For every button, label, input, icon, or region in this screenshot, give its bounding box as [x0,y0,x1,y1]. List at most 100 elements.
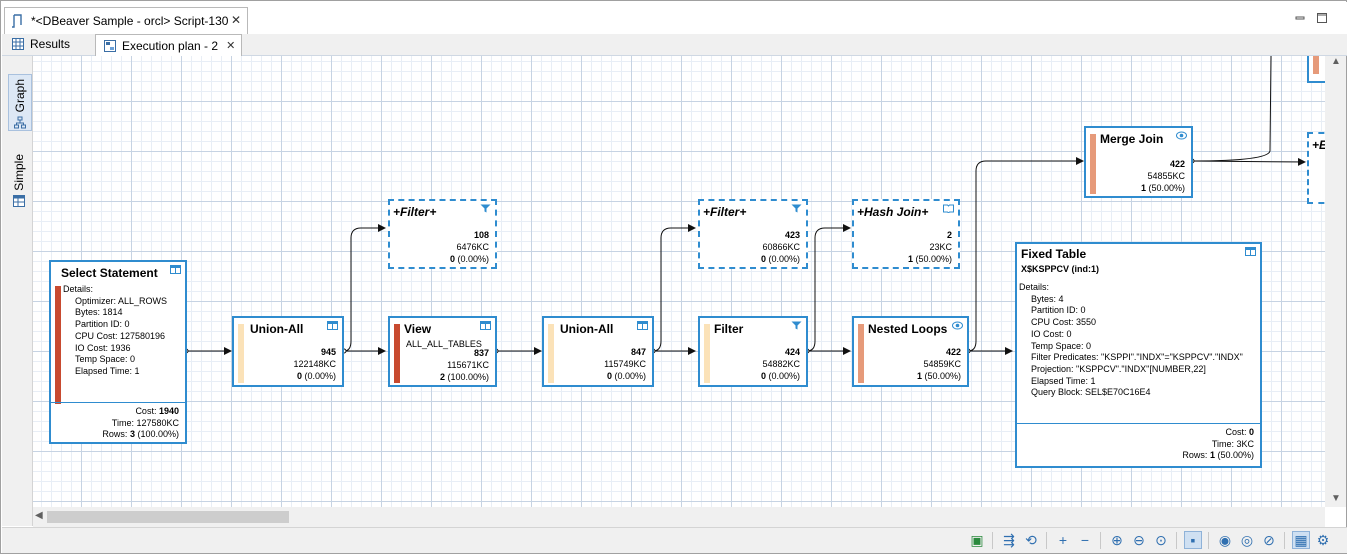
node-title: +Filter+ [393,205,437,219]
close-icon[interactable]: ✕ [231,13,242,27]
plan-node-fixed-table[interactable]: Fixed Table X$KSPPCV (ind:1) Details: By… [1015,242,1262,468]
cost-bar [238,324,244,383]
tab-graph[interactable]: Graph [8,74,32,132]
plan-node-nested-loops[interactable]: Nested Loops 422 54859KC 1 (50.00%) [852,316,969,387]
detail-line: Temp Space: 0 [1031,340,1092,351]
plan-node-merge-join[interactable]: Merge Join 422 54855KC 1 (50.00%) [1084,126,1193,198]
export-icon[interactable]: ⇶ [1003,531,1015,548]
plan-node-select-statement[interactable]: Select Statement Details: Optimizer: ALL… [49,260,187,444]
hide-details-icon[interactable]: ◎ [1240,531,1254,548]
edge [806,224,851,352]
node-details: Details: Bytes: 4 Partition ID: 0 CPU Co… [1019,282,1243,399]
bytes-value: 23KC [929,242,952,252]
rows-pct: (50.00%) [915,254,952,264]
plan-node-view[interactable]: View ALL_ALL_TABLES 837 115671KC 2 (100.… [388,316,497,387]
plan-node-hash-join[interactable]: +Hash Join+ 2 23KC 1 (50.00%) [852,199,960,269]
save-image-icon[interactable]: ▣ [970,531,984,548]
grid-toggle-icon[interactable]: ▦ [1292,531,1310,549]
bytes-value: 6476KC [456,242,489,252]
cost-value: 0 [1248,427,1254,437]
plan-graph-canvas[interactable]: Select Statement Details: Optimizer: ALL… [33,56,1325,507]
scroll-left-icon[interactable]: ◀ [35,510,43,521]
detail-line: Bytes: 4 [1031,293,1064,304]
bytes-value: 60866KC [762,242,800,252]
editor-tab[interactable]: *<DBeaver Sample - orcl> Script-130 ✕ [4,7,248,36]
plan-node-partial[interactable]: +E [1307,132,1325,204]
plan-node-filter[interactable]: +Filter+ 423 60866KC 0 (0.00%) [698,199,808,269]
details-label: Details: [1019,282,1050,292]
node-footer: Cost: 1940 Time: 127580KC Rows: 3 (100.0… [51,402,185,442]
count-value: 423 [784,230,800,240]
rows-value: 2 [439,372,445,382]
tab-results-label: Results [30,37,71,51]
horizontal-scrollbar[interactable]: ◀ [33,507,1325,527]
bytes-value: 54855KC [1147,171,1185,181]
tab-execution-plan[interactable]: Execution plan - 2 ✕ [95,34,243,56]
vertical-scrollbar[interactable]: ▲ ▼ [1325,56,1346,507]
table-icon [327,321,338,330]
tab-graph-label: Graph [13,79,27,113]
attributes-icon[interactable]: ⚙ [1316,531,1330,548]
rows-value: 0 [760,254,766,264]
node-details: Details: Optimizer: ALL_ROWS Bytes: 1814… [63,284,167,378]
zoom-out-icon[interactable]: ⊖ [1133,531,1145,548]
layout-icon[interactable]: ⟲ [1025,531,1037,548]
show-details-icon[interactable]: ◉ [1218,531,1232,548]
plan-node-filter[interactable]: Filter 424 54882KC 0 (0.00%) [698,316,808,387]
detail-line: Projection: "KSPPCV"."INDX"[NUMBER,22] [1031,363,1206,374]
graph-icon [14,116,26,129]
rows-pct: (0.00%) [457,254,489,264]
cost-bar [548,324,554,383]
rows-value: 0 [296,371,302,381]
cost-bar [1090,134,1096,194]
plan-node-union-all[interactable]: Union-All 847 115749KC 0 (0.00%) [542,316,654,387]
node-title: Union-All [560,322,614,336]
minimize-icon[interactable] [1294,12,1306,24]
detail-line: Query Block: SEL$E70C16E4 [1031,387,1151,398]
hide-all-icon[interactable]: ⊘ [1263,531,1275,548]
rows-pct: (0.00%) [768,254,800,264]
maximize-icon[interactable] [1316,12,1328,24]
rows-pct: (0.00%) [304,371,336,381]
node-stats: 108 6476KC 0 (0.00%) [450,229,489,265]
table-icon [480,321,491,330]
detail-line: IO Cost: 0 [1031,328,1072,339]
overview-icon[interactable]: ▪ [1184,531,1202,549]
node-stats: 422 54855KC 1 (50.00%) [1141,158,1185,194]
scroll-thumb[interactable] [47,511,289,523]
scroll-up-icon[interactable]: ▲ [1331,56,1341,67]
close-icon[interactable]: ✕ [226,40,236,52]
zoom-fit-icon[interactable]: ⊙ [1155,531,1167,548]
rows-pct: (50.00%) [1217,450,1254,461]
detail-line: Elapsed Time: 1 [1031,375,1096,386]
cost-label: Cost: [135,406,157,416]
rows-label: Rows: [102,429,128,440]
node-stats: 422 54859KC 1 (50.00%) [917,346,961,382]
graph-toolbar: ▣ ⇶ ⟲ + − ⊕ ⊖ ⊙ ▪ ◉ ◎ ⊘ ▦ ⚙ [2,527,1347,553]
plan-node-union-all[interactable]: Union-All 945 122148KC 0 (0.00%) [232,316,344,387]
scroll-down-icon[interactable]: ▼ [1331,493,1341,504]
plan-node-partial[interactable] [1307,56,1325,83]
table-icon [170,265,181,274]
rows-value: 1 [1140,183,1146,193]
plan-node-filter[interactable]: +Filter+ 108 6476KC 0 (0.00%) [388,199,497,269]
zoom-out-minus-icon[interactable]: − [1080,532,1090,548]
editor-tab-bar: *<DBeaver Sample - orcl> Script-130 ✕ [2,2,1347,36]
table-icon [13,194,25,207]
zoom-in-icon[interactable]: ⊕ [1111,531,1123,548]
bytes-value: 122148KC [293,359,336,369]
bytes-value: 115749KC [604,359,646,369]
node-subtitle: ALL_ALL_TABLES [406,339,482,349]
tab-simple[interactable]: Simple [8,150,30,207]
time-value: Time: 3KC [1211,438,1254,449]
cost-bar [858,324,864,383]
plan-icon [104,39,116,52]
zoom-in-plus-icon[interactable]: + [1058,532,1068,548]
table-icon [1245,247,1256,256]
view-mode-tabs: Graph Simple [2,56,33,526]
rows-pct: (50.00%) [924,371,961,381]
eye-icon [952,321,963,330]
tab-results[interactable]: Results [4,34,70,54]
cost-bar [394,324,400,383]
rows-label: Rows: [1182,450,1208,461]
